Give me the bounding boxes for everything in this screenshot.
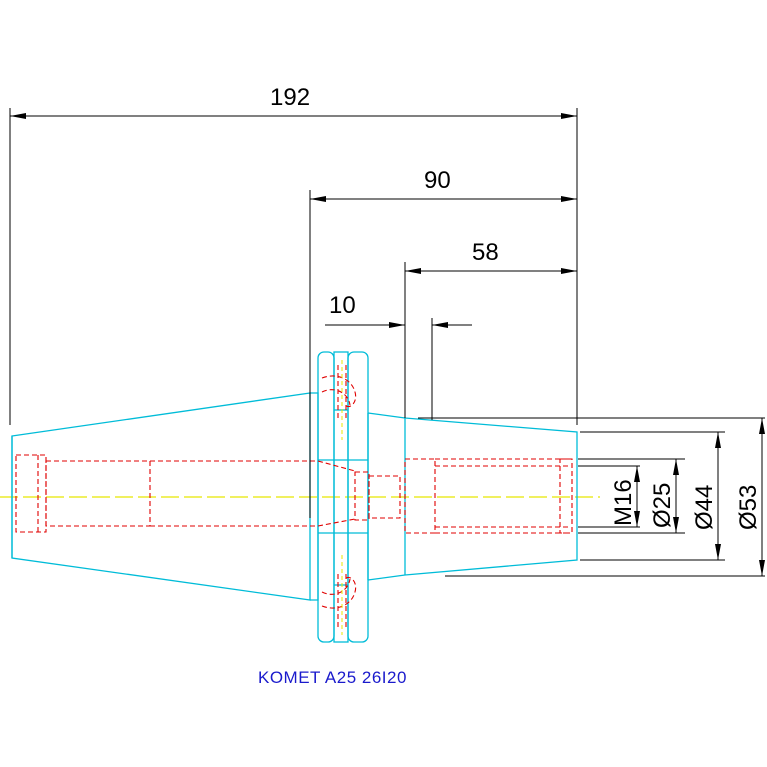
dim-label-10: 10: [329, 292, 356, 319]
dim-label-m16: M16: [610, 479, 637, 526]
dim-label-d25: Ø25: [649, 483, 676, 528]
dim-label-58: 58: [472, 239, 499, 266]
dim-label-192: 192: [270, 84, 310, 111]
dim-label-90: 90: [424, 167, 451, 194]
drawing-title: KOMET A25 26I20: [258, 668, 407, 687]
hidden-features: [15, 365, 573, 630]
dim-label-d53: Ø53: [735, 485, 762, 530]
dim-label-d44: Ø44: [691, 485, 718, 530]
dimension-lines: [10, 113, 765, 576]
extension-lines: [9, 108, 765, 577]
flange-outline: [310, 351, 369, 643]
